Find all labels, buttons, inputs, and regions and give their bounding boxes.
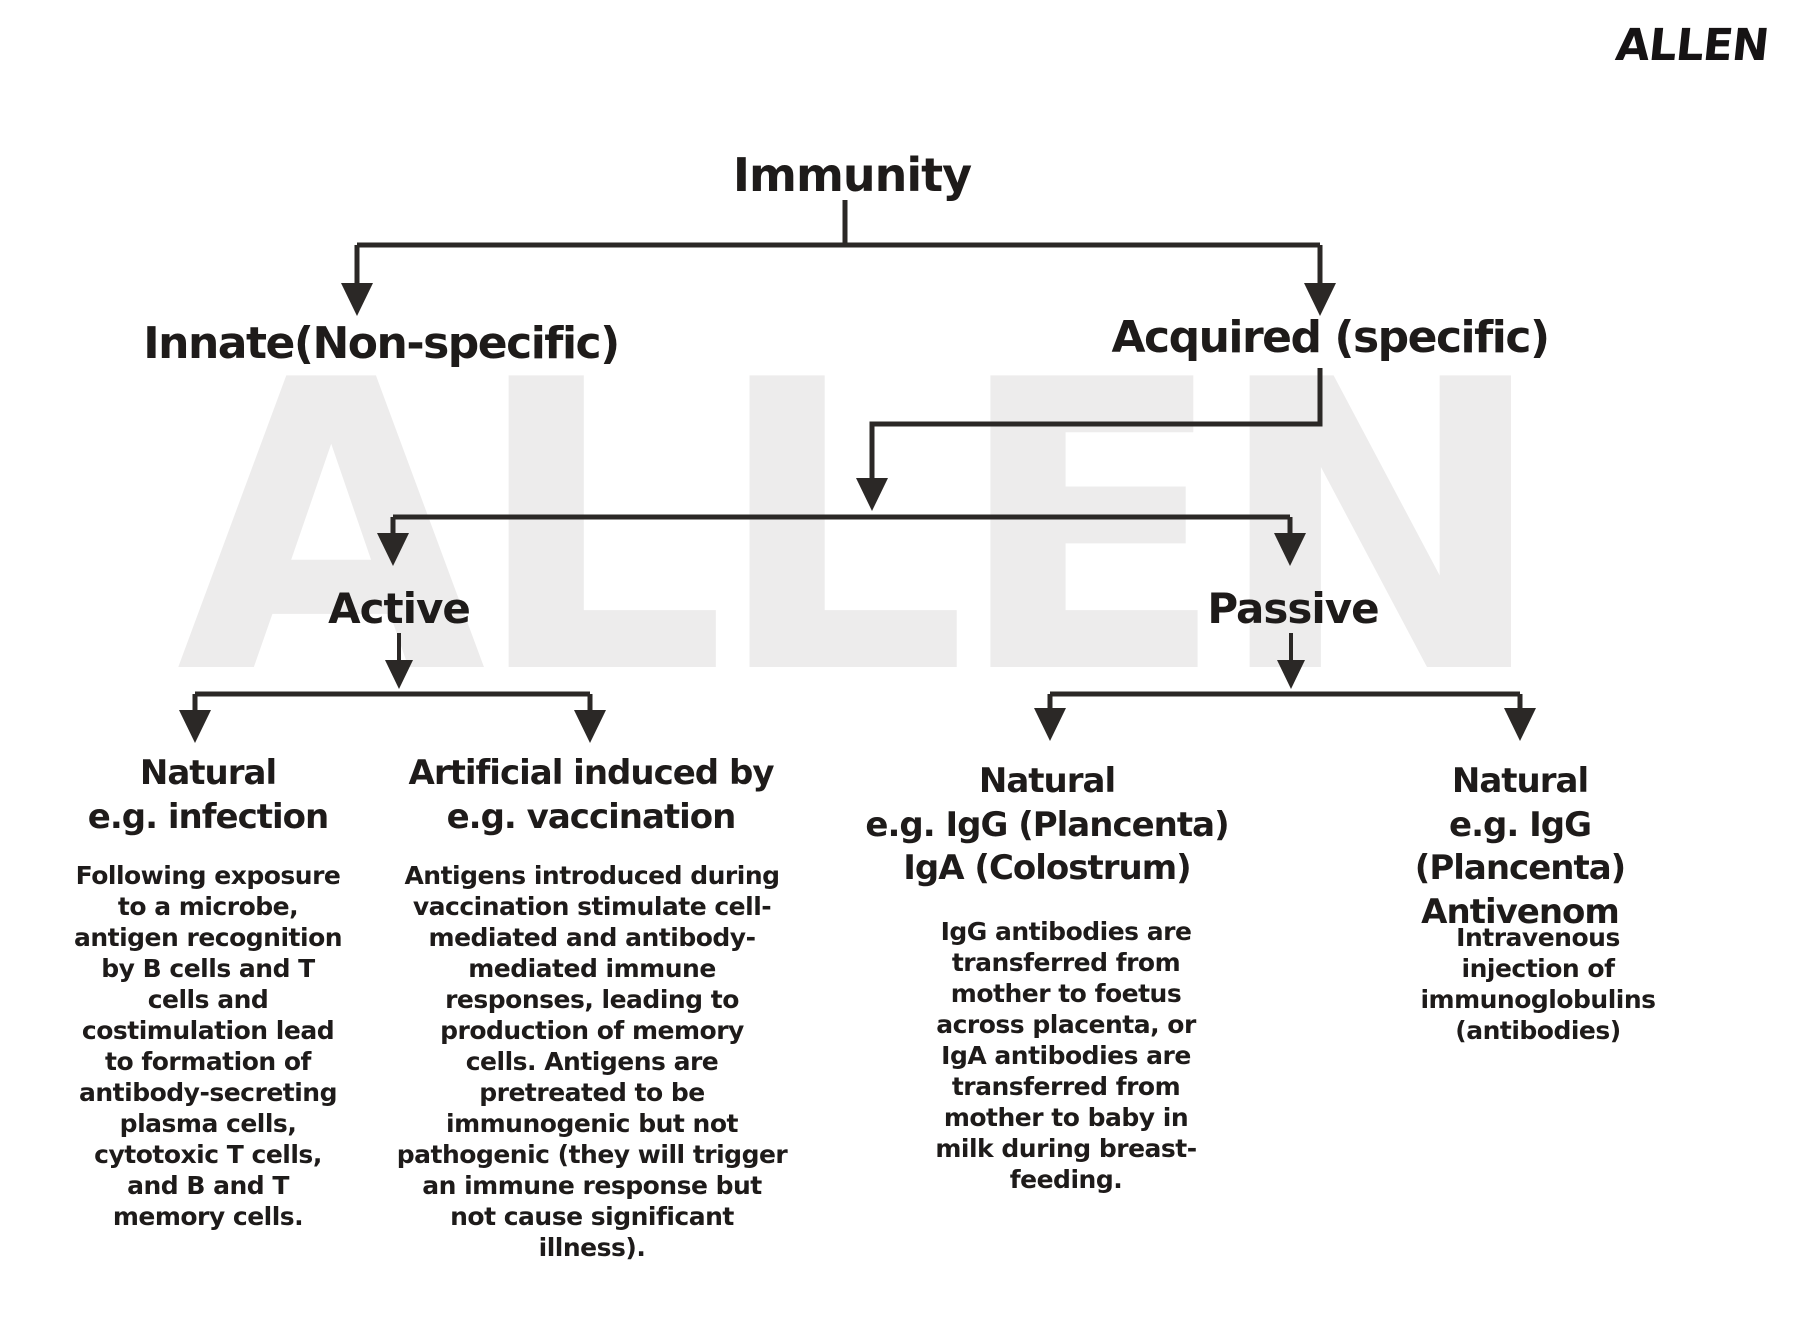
arrow-down-icon	[574, 710, 606, 743]
node-passive-antivenom-description: Intravenous injection of immunoglobulins…	[1420, 923, 1656, 1045]
node-acquired: Acquired (specific)	[1111, 312, 1550, 363]
node-active-artificial-heading: Artificial induced by e.g. vaccination	[408, 753, 775, 837]
arrow-down-icon	[1504, 708, 1536, 741]
arrow-down-icon	[377, 533, 409, 566]
connector-line	[869, 368, 1323, 480]
arrow-down-icon	[1274, 533, 1306, 566]
arrow-down-icon	[341, 283, 373, 316]
arrow-down-icon	[385, 660, 413, 689]
node-active: Active	[328, 584, 471, 633]
arrow-down-icon	[1277, 660, 1305, 689]
arrow-down-icon	[179, 710, 211, 743]
node-passive: Passive	[1207, 584, 1379, 633]
node-innate: Innate(Non-specific)	[143, 318, 620, 369]
node-immunity: Immunity	[732, 148, 972, 202]
node-active-artificial-description: Antigens introduced during vaccination s…	[396, 861, 788, 1262]
node-active-natural-description: Following exposure to a microbe, antigen…	[73, 861, 343, 1231]
arrow-down-icon	[1034, 708, 1066, 741]
node-passive-antivenom-heading: Natural e.g. IgG (Plancenta) Antivenom	[1414, 761, 1626, 932]
allen-logo: ALLEN	[1613, 20, 1771, 71]
node-active-natural-heading: Natural e.g. infection	[87, 753, 329, 837]
arrow-down-icon	[1304, 283, 1336, 316]
node-passive-natural-heading: Natural e.g. IgG (Plancenta) IgA (Colost…	[865, 761, 1229, 889]
arrow-down-icon	[856, 478, 888, 511]
node-passive-natural-description: IgG antibodies are transferred from moth…	[935, 917, 1197, 1194]
